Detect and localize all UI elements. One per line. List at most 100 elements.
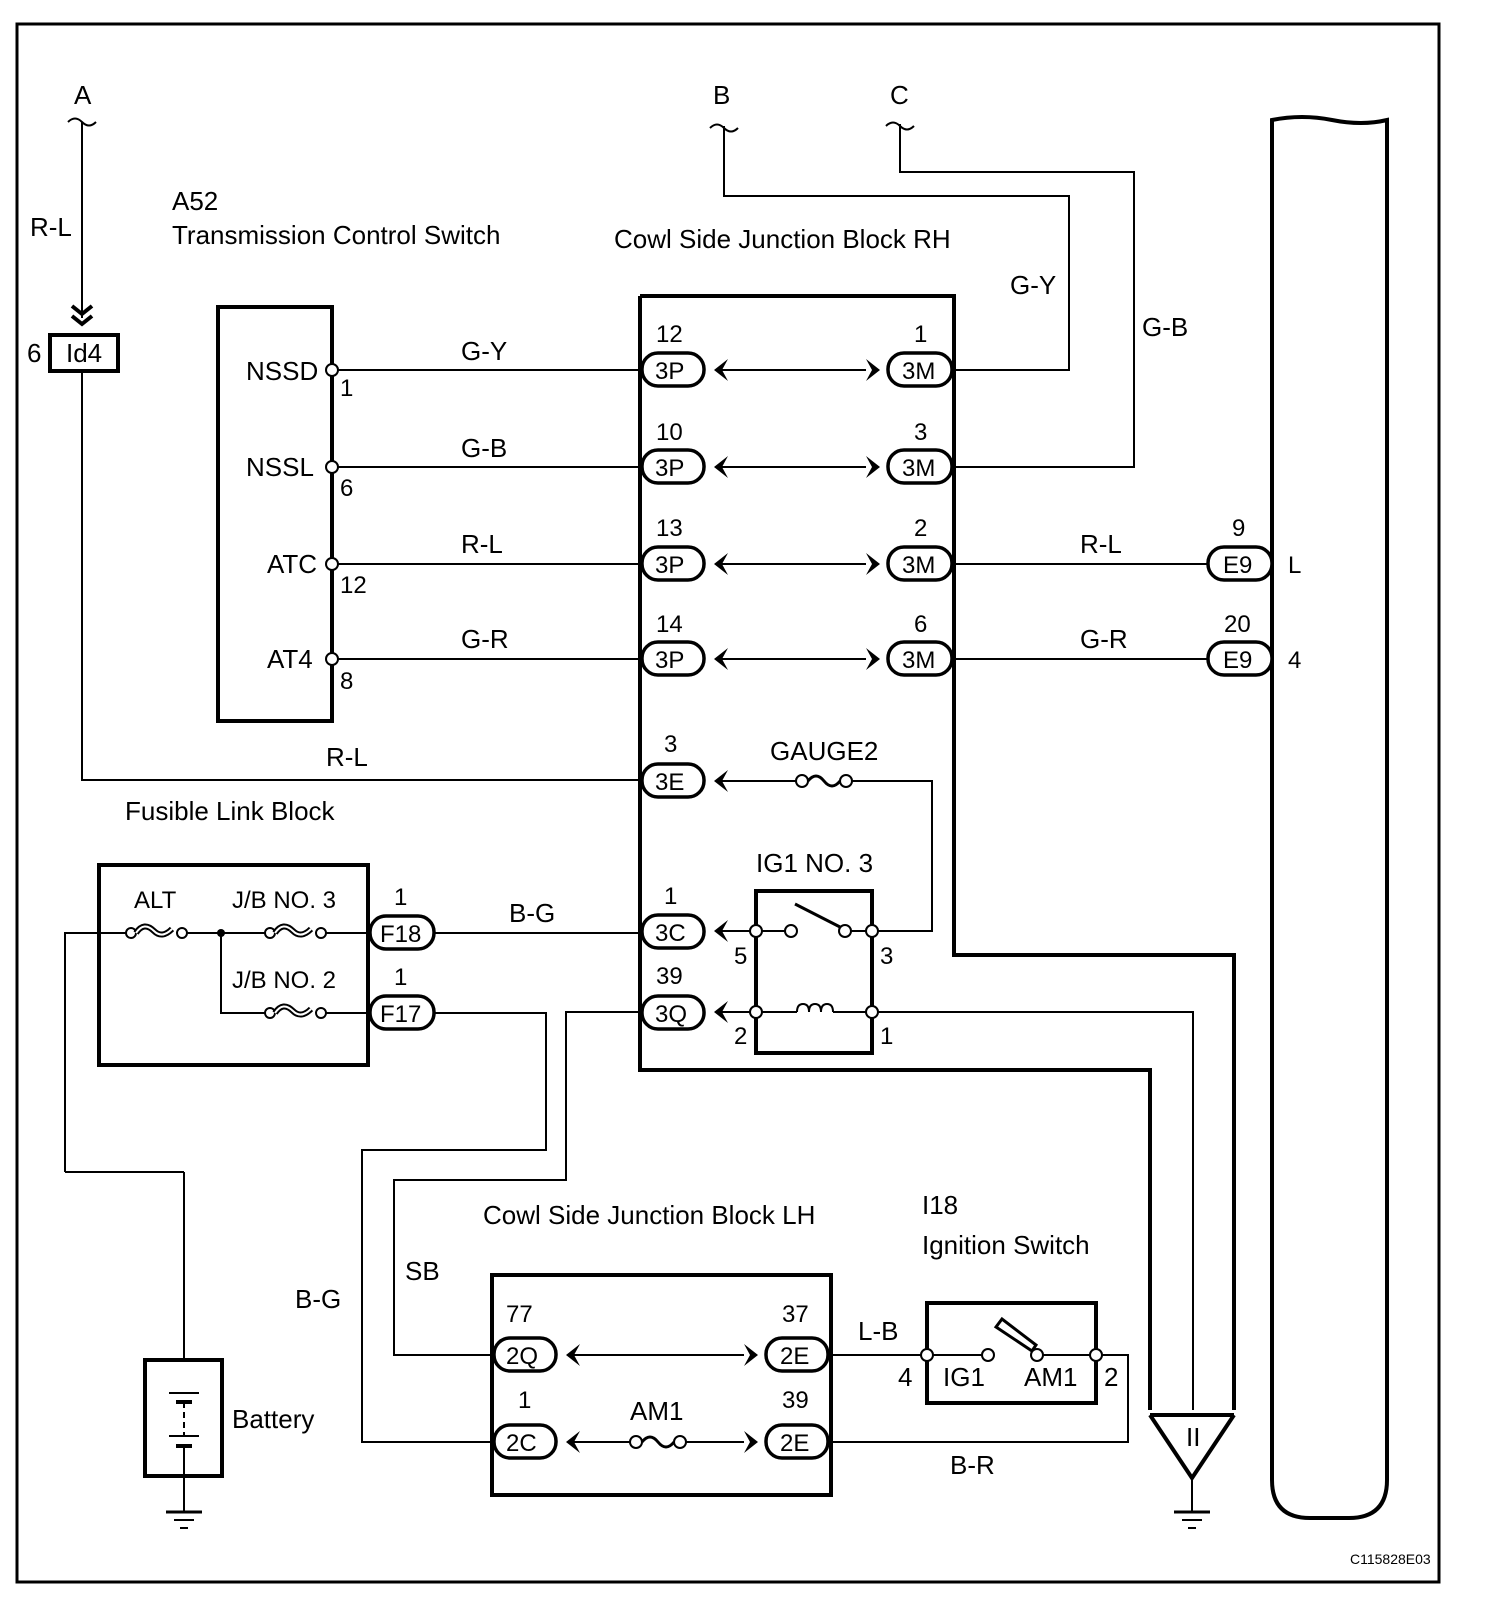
wire-3q-to-2q xyxy=(393,1011,640,1356)
cowl-rh-row: 14 3P 6 3M xyxy=(640,611,954,677)
pin-number: 9 xyxy=(1232,515,1245,542)
connector-2e xyxy=(764,1423,830,1460)
pin-number: 1 xyxy=(880,1023,893,1050)
cowl-lh-title: Cowl Side Junction Block LH xyxy=(483,1200,815,1230)
wire-f17-to-2c xyxy=(361,1012,547,1443)
female-arrow-icon xyxy=(714,770,728,792)
female-arrow-icon xyxy=(714,648,728,670)
component-code-i18: I18 xyxy=(922,1190,958,1220)
pin-name: AT4 xyxy=(267,644,313,674)
relay-coil-icon xyxy=(796,1002,834,1013)
connector-label: 3P xyxy=(655,552,684,579)
connector-pill xyxy=(640,448,706,485)
ecm-terminal: 4 xyxy=(1288,647,1301,674)
fuse-terminal-icon xyxy=(673,1435,687,1449)
contact-label: AM1 xyxy=(1024,1362,1077,1392)
connector-label: 3Q xyxy=(655,1001,687,1028)
pin-number: 3 xyxy=(880,943,893,970)
relay-switch-arm-icon xyxy=(794,902,843,930)
contact-label: IG1 xyxy=(943,1362,985,1392)
switch-contact-icon xyxy=(1030,1348,1044,1362)
pin-number: 3 xyxy=(914,419,927,446)
connector-label: 3M xyxy=(902,455,935,482)
connector-pill xyxy=(886,448,954,485)
pin-number: 1 xyxy=(394,964,407,991)
switch-contact-icon xyxy=(784,924,798,938)
wire-color: G-R xyxy=(1080,624,1128,654)
wire-color: SB xyxy=(405,1256,440,1286)
female-arrow-icon xyxy=(566,1431,580,1453)
fuse-icon xyxy=(640,1435,676,1449)
connector-pill xyxy=(640,545,706,582)
component-name-a52: Transmission Control Switch xyxy=(172,220,500,250)
terminal-icon xyxy=(749,1005,763,1019)
pin-number: 37 xyxy=(782,1301,809,1328)
terminal-icon xyxy=(325,557,339,571)
female-arrow-icon xyxy=(714,359,728,381)
male-arrow-icon xyxy=(866,456,880,478)
female-arrow-icon xyxy=(714,456,728,478)
connector-id4-pin: 6 xyxy=(27,338,41,368)
connector-pill xyxy=(640,351,706,388)
pin-number: 39 xyxy=(656,963,683,990)
male-arrow-icon xyxy=(866,359,880,381)
connector-label: 3M xyxy=(902,647,935,674)
offpage-ref-a: A xyxy=(74,80,92,110)
cowl-rh-outline xyxy=(638,296,1152,1410)
connector-id4-label: Id4 xyxy=(66,338,102,368)
terminal-icon xyxy=(920,1348,934,1362)
pin-number: 2 xyxy=(1104,1362,1118,1392)
fuse-label: GAUGE2 xyxy=(770,736,878,766)
terminal-icon xyxy=(1089,1348,1103,1362)
fuse-terminal-icon xyxy=(315,1007,327,1019)
connector-label: 3P xyxy=(655,358,684,385)
wire-color: B-R xyxy=(950,1450,995,1480)
connector-label: E9 xyxy=(1223,552,1252,579)
pin-number: 77 xyxy=(506,1301,533,1328)
connector-label: 3C xyxy=(655,920,686,947)
pin-number: 20 xyxy=(1224,611,1251,638)
relay-label: IG1 NO. 3 xyxy=(756,848,873,878)
connector-label: 2Q xyxy=(506,1343,538,1370)
fuse-terminal-icon xyxy=(176,927,188,939)
pin-number: 13 xyxy=(656,515,683,542)
terminal-icon xyxy=(865,924,879,938)
connector-arrow-icon xyxy=(70,314,94,327)
connector-2q xyxy=(492,1336,558,1373)
cowl-rh-row: 10 3P 3 3M xyxy=(640,419,954,485)
connector-3c xyxy=(640,913,706,950)
connector-label: F17 xyxy=(380,1001,421,1028)
connector-label: 3P xyxy=(655,455,684,482)
connector-2e xyxy=(764,1336,830,1373)
wire-color: G-Y xyxy=(461,336,507,366)
wire-color: L-B xyxy=(858,1316,898,1346)
wire-id4-to-3e xyxy=(81,371,640,781)
fusible-link-icon-inner xyxy=(274,925,312,936)
pin-number: 39 xyxy=(782,1387,809,1414)
wire-color: G-R xyxy=(461,624,509,654)
connector-2c xyxy=(492,1423,558,1460)
tcs-pin-row: ATC 12 R-L xyxy=(267,529,640,599)
ecm-terminal: L xyxy=(1288,552,1301,579)
wire-am1-to-2e xyxy=(829,1354,1129,1443)
terminal-icon xyxy=(325,652,339,666)
pin-number: 2 xyxy=(914,515,927,542)
male-arrow-icon xyxy=(744,1431,758,1453)
switch-contact-icon xyxy=(981,1348,995,1362)
terminal-icon xyxy=(865,1005,879,1019)
fuse-label: AM1 xyxy=(630,1396,683,1426)
fusible-link-title: Fusible Link Block xyxy=(125,796,336,826)
male-arrow-icon xyxy=(744,1344,758,1366)
connector-label: F18 xyxy=(380,921,421,948)
pin-number: 1 xyxy=(340,375,353,402)
wire-color: G-B xyxy=(461,433,507,463)
pin-number: 10 xyxy=(656,419,683,446)
wire-label-gauge: R-L xyxy=(326,742,368,772)
wire-relay-coil-ground xyxy=(878,1011,1194,1410)
ignition-switch-box xyxy=(925,1301,1098,1405)
cowl-rh-outline xyxy=(640,294,1236,1410)
fuse-terminal-icon xyxy=(629,1435,643,1449)
tcs-pin-row: AT4 8 G-R xyxy=(267,624,640,695)
offpage-ref-c: C xyxy=(890,80,909,110)
